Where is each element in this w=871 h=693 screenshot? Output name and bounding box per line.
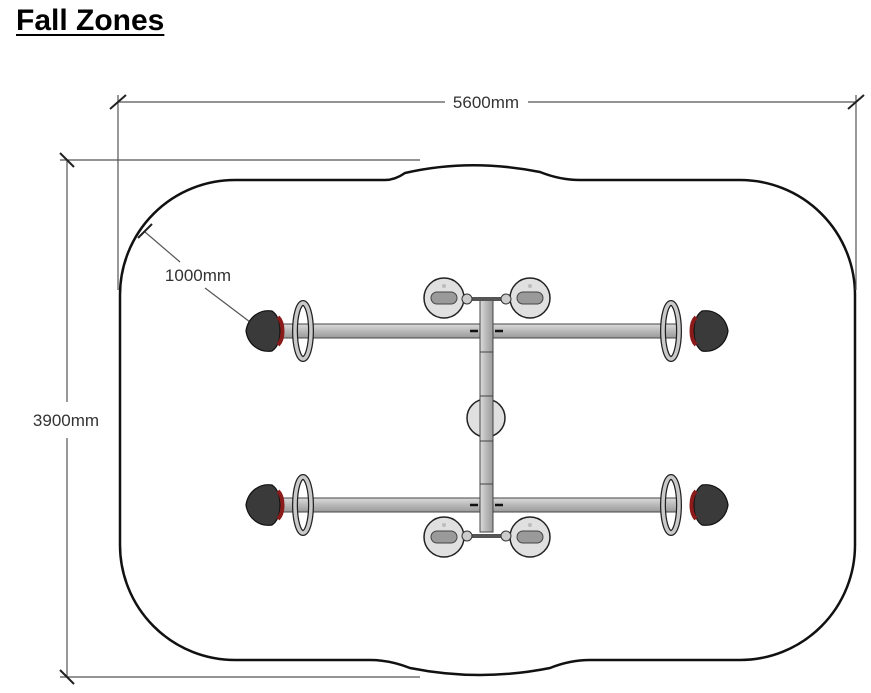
width-dimension-label: 5600mm — [453, 93, 519, 112]
seat-bottom-left — [244, 482, 285, 528]
seat-top-right — [689, 308, 730, 354]
spring-bottom-right — [509, 516, 551, 558]
fall-zone-outline — [118, 164, 857, 677]
height-dimension-label: 3900mm — [33, 411, 99, 430]
spring-bottom-left — [423, 516, 465, 558]
page-title: Fall Zones — [16, 4, 165, 37]
seat-top-left — [244, 308, 285, 354]
spring-top-left — [423, 277, 465, 319]
height-dimension — [59, 152, 420, 685]
width-dimension — [109, 94, 865, 290]
clearance-dimension — [137, 223, 251, 323]
clearance-dimension-label: 1000mm — [165, 266, 231, 285]
seesaw-equipment — [244, 277, 730, 558]
seat-bottom-right — [689, 482, 730, 528]
spring-top-right — [509, 277, 551, 319]
